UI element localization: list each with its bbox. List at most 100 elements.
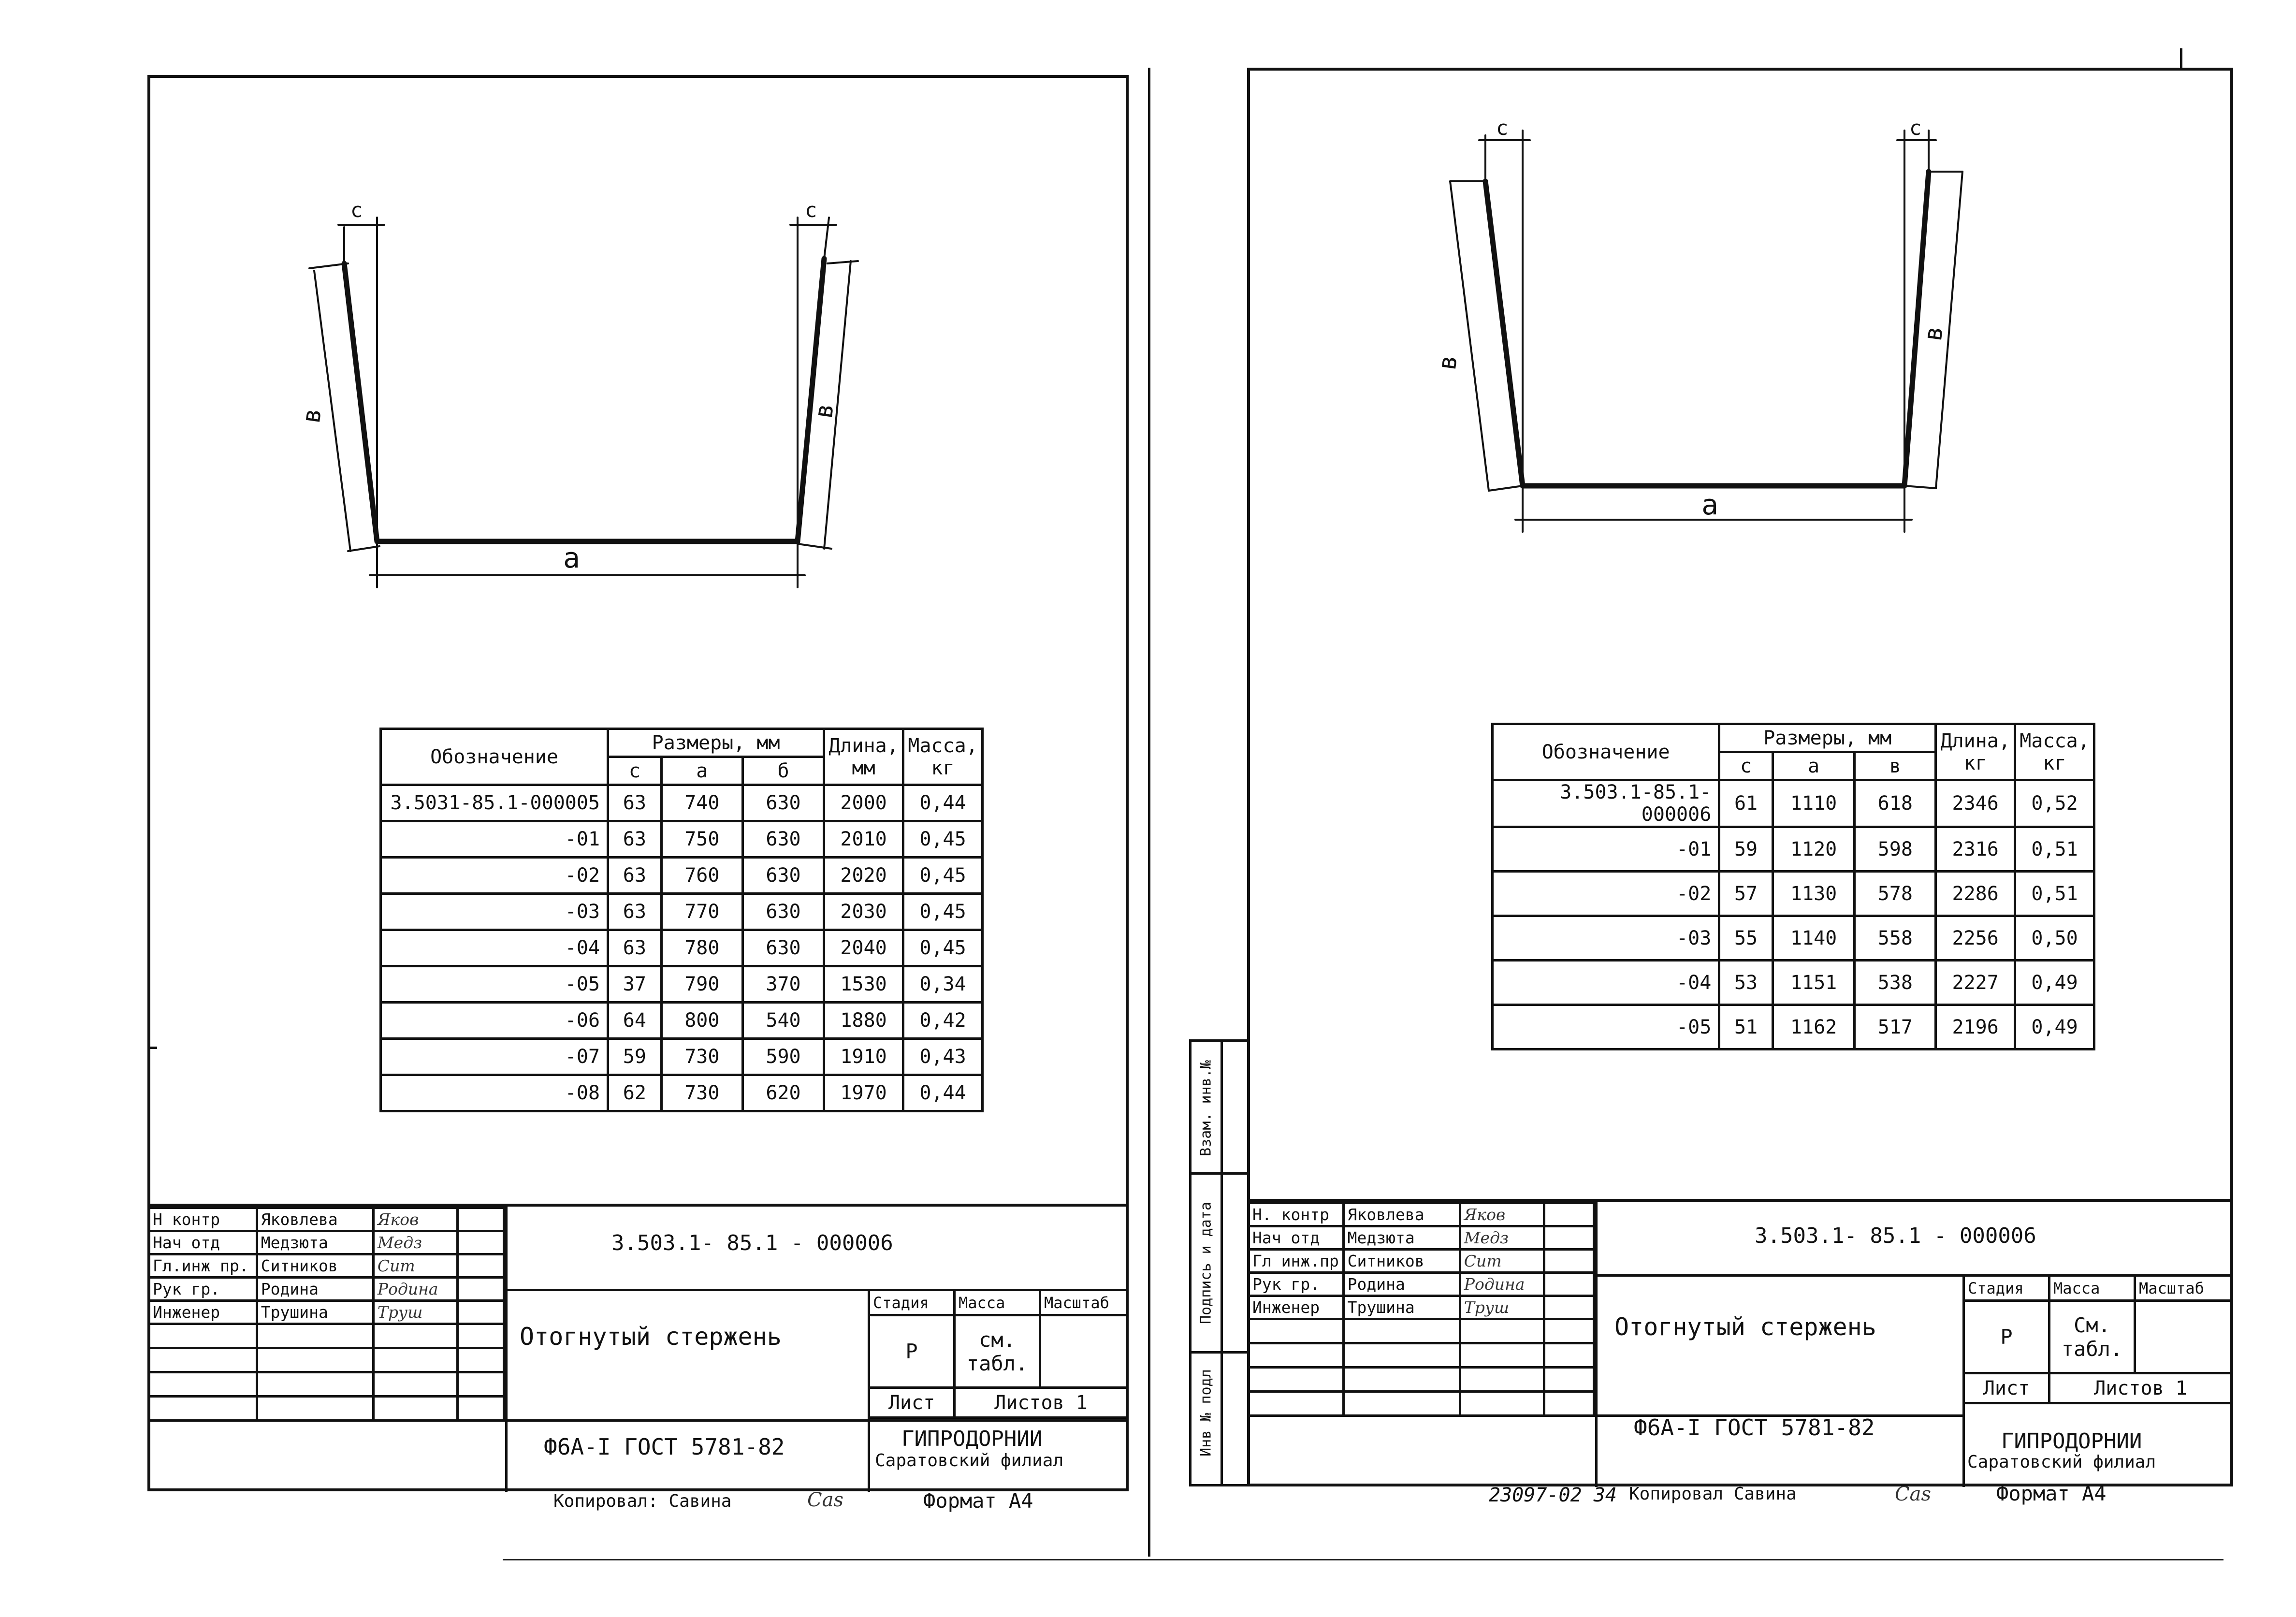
empty-cell xyxy=(1247,1366,1345,1393)
empty-cell xyxy=(1247,1318,1345,1344)
signature-row xyxy=(147,1323,505,1349)
table-cell: 800 xyxy=(660,1001,744,1040)
right-part-title: Отогнутый стержень xyxy=(1614,1313,1876,1341)
table-cell: 630 xyxy=(741,784,826,822)
left-sheets-label: Листов 1 xyxy=(953,1386,1129,1419)
empty-cell xyxy=(456,1371,505,1398)
empty-cell xyxy=(1543,1318,1595,1344)
left-org1: ГИПРОДОРНИИ xyxy=(901,1427,1043,1451)
table-cell: 64 xyxy=(607,1001,663,1040)
center-fold-line xyxy=(1148,68,1150,1557)
table-cell: 2286 xyxy=(1934,870,2017,917)
empty-cell xyxy=(456,1299,505,1325)
left-org2: Саратовский филиал xyxy=(875,1451,1064,1471)
table-cell: 0,49 xyxy=(2014,1004,2095,1050)
table-cell: 0,50 xyxy=(2014,915,2095,961)
role-cell: Инженер xyxy=(1247,1295,1345,1320)
table-cell: 3.5031-85.1-000005 xyxy=(379,784,610,822)
role-cell: Н контр xyxy=(147,1207,258,1232)
table-cell: -04 xyxy=(379,929,610,967)
role-cell: Рук гр. xyxy=(147,1276,258,1302)
table-cell: 0,34 xyxy=(902,965,984,1004)
role-cell: Рук гр. xyxy=(1247,1271,1345,1297)
table-cell: -03 xyxy=(379,892,610,931)
signature-cell: Труш xyxy=(1458,1295,1546,1320)
right-dim-c2: с xyxy=(1909,116,1922,140)
empty-cell xyxy=(1342,1390,1461,1417)
empty-cell xyxy=(1458,1366,1546,1393)
name-cell: Медзюта xyxy=(255,1230,375,1255)
signature-row xyxy=(1247,1366,1595,1393)
table-cell: 1530 xyxy=(823,965,905,1004)
left-footer-copied: Копировал: Савина xyxy=(553,1491,732,1511)
role-cell: Инженер xyxy=(147,1299,258,1325)
table-cell: 0,43 xyxy=(902,1037,984,1076)
table-cell: -01 xyxy=(379,820,610,859)
signature-cell: Сит xyxy=(372,1253,459,1279)
table-cell: 2040 xyxy=(823,929,905,967)
name-cell: Ситников xyxy=(1342,1248,1461,1274)
table-cell: 1110 xyxy=(1771,779,1856,828)
left-dim-c1: с xyxy=(350,198,363,222)
empty-cell xyxy=(456,1253,505,1279)
signature-cell: Медз xyxy=(372,1230,459,1255)
table-cell: -01 xyxy=(1491,826,1721,873)
left-h-c: с xyxy=(607,756,663,786)
table-cell: 1151 xyxy=(1771,959,1856,1006)
right-footer-format: Формат А4 xyxy=(1996,1482,2107,1505)
right-stage-value: Р xyxy=(1962,1299,2050,1374)
signature-row xyxy=(1247,1390,1595,1417)
name-cell: Яковлева xyxy=(1342,1202,1461,1227)
table-cell: 760 xyxy=(660,856,744,895)
name-cell: Трушина xyxy=(255,1299,375,1325)
table-cell: 538 xyxy=(1853,959,1937,1006)
empty-cell xyxy=(1247,1390,1345,1417)
name-cell: Медзюта xyxy=(1342,1225,1461,1251)
name-cell: Родина xyxy=(255,1276,375,1302)
signature-row xyxy=(147,1395,505,1422)
right-footer-copied-signature: Cas xyxy=(1895,1483,1931,1505)
empty-cell xyxy=(456,1395,505,1422)
table-cell: 59 xyxy=(607,1037,663,1076)
right-material: Ф6А-I ГОСТ 5781-82 xyxy=(1634,1414,1875,1441)
table-cell: 1970 xyxy=(823,1074,905,1112)
table-cell: 1162 xyxy=(1771,1004,1856,1050)
table-cell: 0,49 xyxy=(2014,959,2095,1006)
empty-cell xyxy=(1342,1366,1461,1393)
empty-cell xyxy=(1543,1225,1595,1251)
left-sheet-frame xyxy=(147,75,1129,1491)
table-cell: 620 xyxy=(741,1074,826,1112)
left-scale-label: Масштаб xyxy=(1039,1289,1129,1316)
left-stage-table: Стадия Масса Масштаб Р см. табл. Лист Ли… xyxy=(868,1289,1129,1419)
table-cell: 55 xyxy=(1718,915,1774,961)
right-dim-c1: с xyxy=(1496,116,1509,140)
role-cell: Нач отд xyxy=(1247,1225,1345,1251)
table-cell: 2030 xyxy=(823,892,905,931)
table-cell: 370 xyxy=(741,965,826,1004)
right-h-a: а xyxy=(1771,751,1856,781)
right-h-mass: Масса, кг xyxy=(2014,723,2095,781)
right-corner-mark xyxy=(2180,48,2182,70)
table-cell: 517 xyxy=(1853,1004,1937,1050)
left-stage-value: Р xyxy=(868,1314,956,1389)
left-dimension-lines xyxy=(308,217,859,588)
table-cell: 2256 xyxy=(1934,915,2017,961)
empty-cell xyxy=(147,1371,258,1398)
table-cell: 540 xyxy=(741,1001,826,1040)
side-label-replace: Взам. инв.№ xyxy=(1197,1060,1215,1156)
right-org1: ГИПРОДОРНИИ xyxy=(2001,1429,2142,1454)
right-mass-value: См. табл. xyxy=(2048,1299,2136,1374)
table-cell: 2227 xyxy=(1934,959,2017,1006)
side-label-sign-date: Подпись и дата xyxy=(1197,1202,1215,1324)
table-cell: 63 xyxy=(607,784,663,822)
empty-cell xyxy=(1458,1390,1546,1417)
left-h-a: а xyxy=(660,756,744,786)
table-cell: 0,51 xyxy=(2014,870,2095,917)
